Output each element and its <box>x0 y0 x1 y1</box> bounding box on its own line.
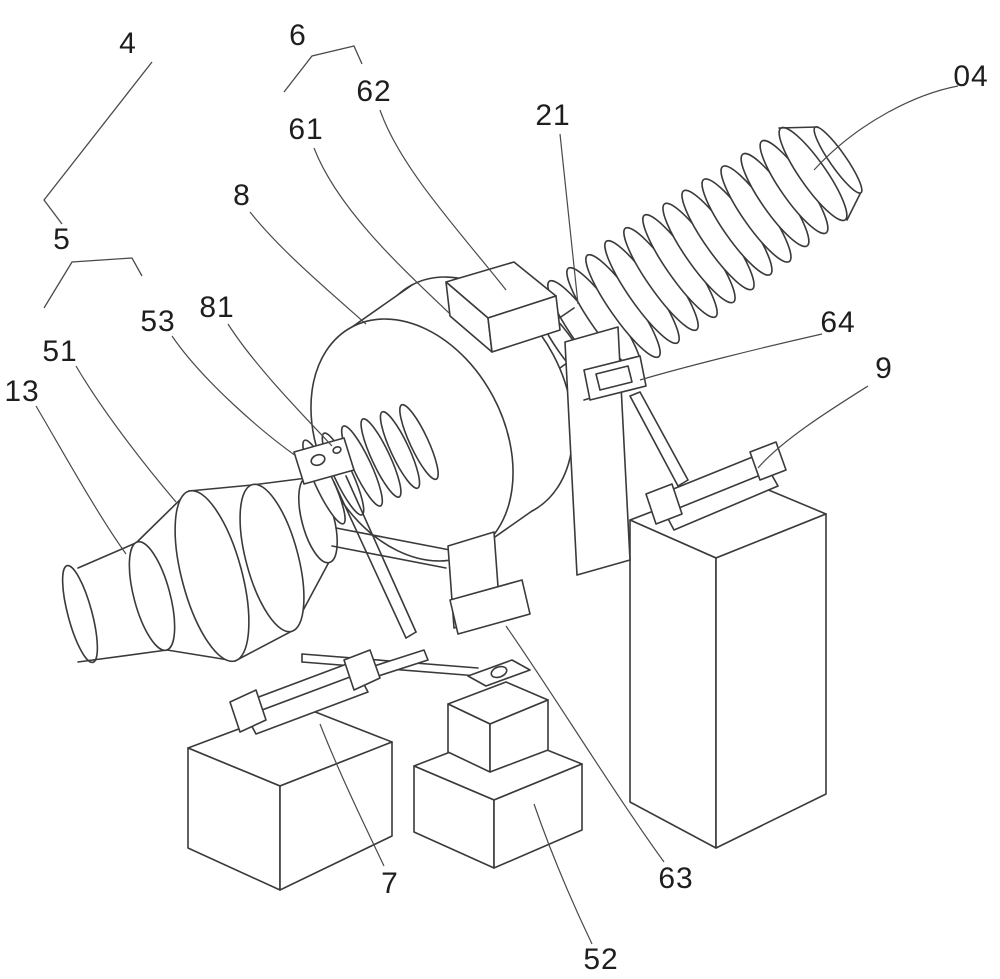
left-cylinder <box>229 649 429 735</box>
under-drum-support <box>447 531 531 635</box>
part-label-62: 62 <box>356 75 392 108</box>
center-base-block <box>413 659 583 869</box>
part-label-63: 63 <box>658 862 694 895</box>
part-label-52: 52 <box>583 943 619 976</box>
part-label-6: 6 <box>289 19 307 52</box>
left-base-block <box>187 705 393 891</box>
part-label-51: 51 <box>42 335 78 368</box>
part-label-61: 61 <box>288 113 324 146</box>
left-shaft-assembly <box>61 476 338 664</box>
part-label-9: 9 <box>875 352 893 385</box>
group-brackets <box>43 45 363 309</box>
pivot-plate <box>467 659 531 687</box>
part-label-04: 04 <box>953 60 989 93</box>
part-label-13: 13 <box>4 375 40 408</box>
bracket-64 <box>583 355 647 401</box>
top-mount-block <box>445 261 561 353</box>
part-label-53: 53 <box>140 305 176 338</box>
part-label-8: 8 <box>233 179 251 212</box>
large-bellows-spring <box>537 126 863 385</box>
piston-rod-right <box>629 391 689 487</box>
leader-lines <box>35 85 959 945</box>
part-label-64: 64 <box>820 306 856 339</box>
part-label-7: 7 <box>381 867 399 900</box>
part-label-81: 81 <box>199 291 235 324</box>
pivot-bracket <box>293 437 355 485</box>
part-label-5: 5 <box>53 223 71 256</box>
right-base-block <box>629 477 827 849</box>
part-label-21: 21 <box>535 99 571 132</box>
part-label-4: 4 <box>119 27 137 60</box>
right-cylinder <box>645 441 787 531</box>
spring-end-cap <box>778 126 863 221</box>
